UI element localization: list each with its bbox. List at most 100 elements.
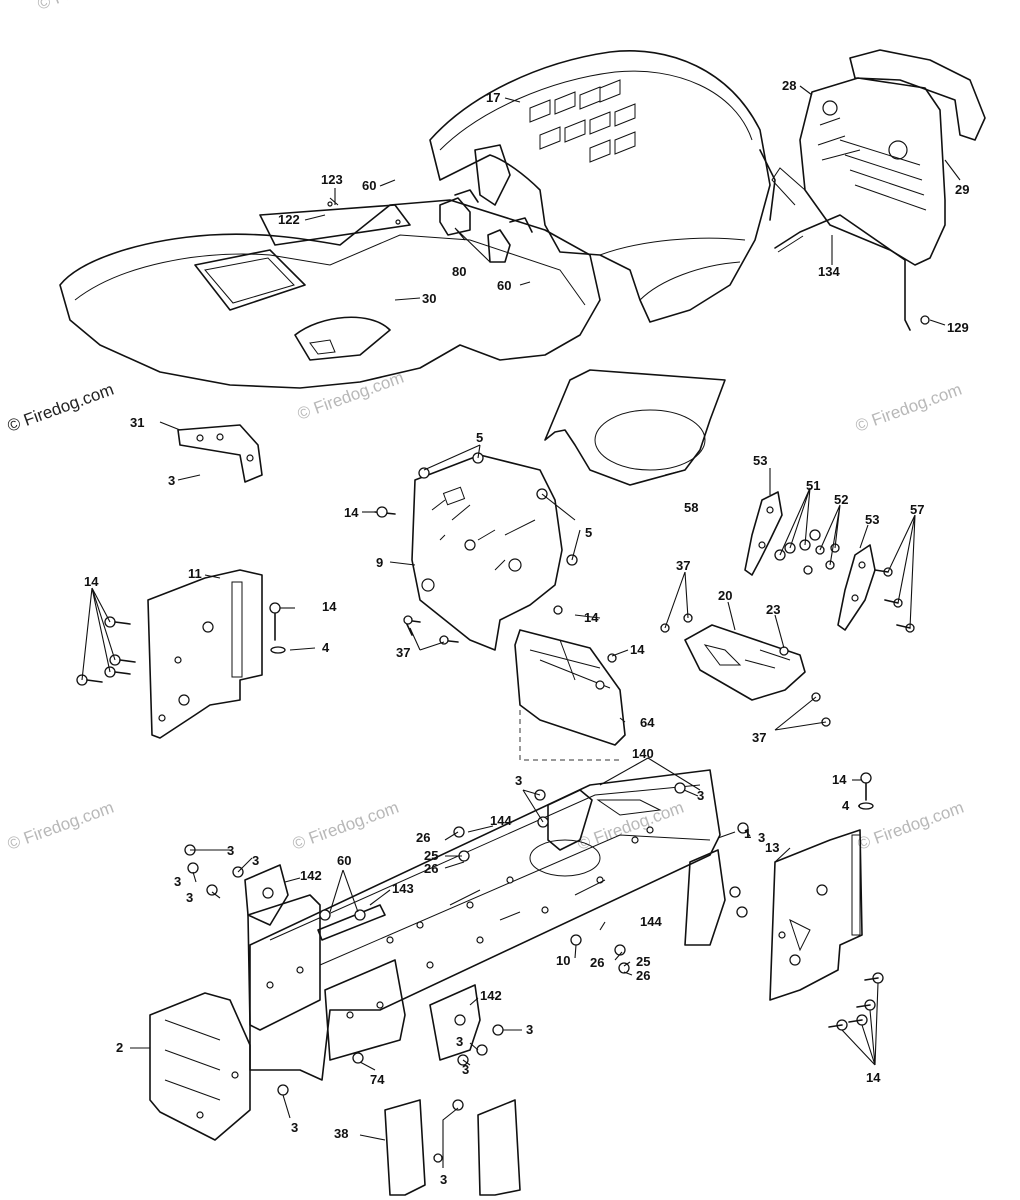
bolts-14-right <box>828 972 884 1031</box>
watermark: © Firedog.com <box>853 380 964 436</box>
rear-bracket <box>684 849 726 946</box>
watermark: © Firedog.com <box>5 380 116 436</box>
grille-part <box>771 77 946 266</box>
front-plate <box>247 894 321 1031</box>
callout-3: 3 <box>462 1062 469 1077</box>
callout-58: 58 <box>684 500 698 515</box>
callout-1: 1 <box>744 826 751 841</box>
callout-53: 53 <box>753 453 767 468</box>
bracket-142b <box>429 984 481 1061</box>
callout-52: 52 <box>834 492 848 507</box>
callout-3: 3 <box>227 843 234 858</box>
callout-142: 142 <box>300 868 322 883</box>
callout-144: 144 <box>490 813 512 828</box>
nut-23 <box>779 646 789 656</box>
leader-lines <box>81 85 961 1168</box>
fender-part <box>59 199 601 389</box>
callout-17: 17 <box>486 90 500 105</box>
bracket-140 <box>547 789 593 851</box>
callout-60: 60 <box>337 853 351 868</box>
callout-14: 14 <box>584 610 599 625</box>
callout-129: 129 <box>947 320 969 335</box>
bracket-53-right <box>837 544 876 631</box>
callout-144: 144 <box>640 914 662 929</box>
callout-26: 26 <box>590 955 604 970</box>
callout-3: 3 <box>174 874 181 889</box>
callout-2: 2 <box>116 1040 123 1055</box>
bracket-142a <box>244 864 289 926</box>
dash-panel <box>411 454 563 651</box>
callout-14: 14 <box>630 642 645 657</box>
callout-3: 3 <box>440 1172 447 1187</box>
panel-64 <box>514 629 626 761</box>
callout-3: 3 <box>291 1120 298 1135</box>
callout-74: 74 <box>370 1072 385 1087</box>
hood-part <box>429 50 776 323</box>
callout-37: 37 <box>396 645 410 660</box>
support-rod <box>774 214 911 331</box>
bolts-57 <box>874 567 915 633</box>
callout-122: 122 <box>278 212 300 227</box>
callout-31: 31 <box>130 415 144 430</box>
watermark: © Firedog.com <box>575 798 686 854</box>
callout-80: 80 <box>452 264 466 279</box>
watermark: © Firedog.com <box>295 368 406 424</box>
hood-grille-vents <box>529 79 636 163</box>
bolt-14c <box>607 653 617 663</box>
callout-25: 25 <box>636 954 650 969</box>
watermark: © Firedog.com <box>35 0 146 14</box>
watermark: © Firedog.com <box>290 798 401 854</box>
frame-bolts <box>184 782 749 1096</box>
callout-14: 14 <box>832 772 847 787</box>
callout-14: 14 <box>322 599 337 614</box>
callout-3: 3 <box>515 773 522 788</box>
callout-9: 9 <box>376 555 383 570</box>
callout-57: 57 <box>910 502 924 517</box>
callout-13: 13 <box>765 840 779 855</box>
callout-60: 60 <box>362 178 376 193</box>
callout-142: 142 <box>480 988 502 1003</box>
main-frame <box>249 769 721 1081</box>
callout-26: 26 <box>424 861 438 876</box>
callout-4: 4 <box>842 798 850 813</box>
callout-38: 38 <box>334 1126 348 1141</box>
callout-labels: 17 28 29 134 129 123 122 60 60 30 80 58 … <box>84 78 969 1187</box>
side-panel-13 <box>769 829 863 1001</box>
callout-134: 134 <box>818 264 840 279</box>
heat-shield <box>544 369 726 486</box>
callout-3: 3 <box>186 890 193 905</box>
callout-37: 37 <box>752 730 766 745</box>
callout-53: 53 <box>865 512 879 527</box>
callout-51: 51 <box>806 478 820 493</box>
callout-23: 23 <box>766 602 780 617</box>
callout-14: 14 <box>866 1070 881 1085</box>
bolt-14f <box>860 772 872 784</box>
callout-14: 14 <box>344 505 359 520</box>
callout-4: 4 <box>322 640 330 655</box>
seat-bracket <box>177 424 263 483</box>
bushings-51-52 <box>774 529 840 575</box>
callout-123: 123 <box>321 172 343 187</box>
callout-64: 64 <box>640 715 655 730</box>
callout-11: 11 <box>188 566 202 581</box>
callout-20: 20 <box>718 588 732 603</box>
washer-129 <box>920 315 930 325</box>
bolts-37 <box>403 615 459 645</box>
callout-30: 30 <box>422 291 436 306</box>
callout-3: 3 <box>252 853 259 868</box>
callout-5: 5 <box>476 430 483 445</box>
bumper-part <box>849 49 986 141</box>
callout-37: 37 <box>676 558 690 573</box>
callout-26: 26 <box>636 968 650 983</box>
front-plate-2 <box>149 992 251 1141</box>
side-panel-11 <box>147 569 263 739</box>
callout-10: 10 <box>556 953 570 968</box>
callout-60: 60 <box>497 278 511 293</box>
bracket-38 <box>384 1099 521 1196</box>
callout-5: 5 <box>585 525 592 540</box>
callout-25: 25 <box>424 848 438 863</box>
callout-3: 3 <box>456 1034 463 1049</box>
center-plate <box>324 959 406 1061</box>
bracket-53-left <box>744 491 783 576</box>
